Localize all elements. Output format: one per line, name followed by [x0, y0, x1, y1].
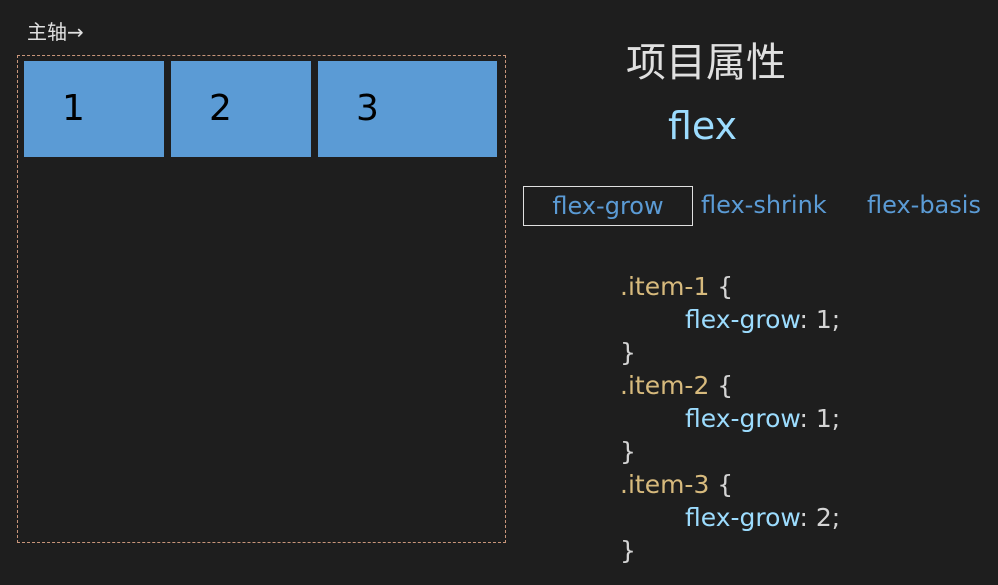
selector: .item-1	[620, 272, 710, 301]
tab-flex-shrink[interactable]: flex-shrink	[701, 191, 827, 219]
page-title: 项目属性	[626, 40, 786, 86]
flex-item-3: 3	[318, 61, 497, 157]
value: 1	[815, 404, 832, 433]
property: flex-grow	[685, 305, 800, 334]
flex-container	[17, 55, 506, 543]
selector: .item-3	[620, 470, 710, 499]
value: 1	[815, 305, 832, 334]
tab-flex-grow[interactable]: flex-grow	[523, 186, 693, 226]
section-title: flex	[668, 104, 738, 148]
flex-item-1: 1	[24, 61, 164, 157]
tab-flex-basis[interactable]: flex-basis	[867, 191, 981, 219]
value: 2	[815, 503, 832, 532]
code-block: .item-1 { flex-grow: 1; } .item-2 { flex…	[620, 272, 841, 565]
property: flex-grow	[685, 503, 800, 532]
flex-item-2: 2	[171, 61, 311, 157]
selector: .item-2	[620, 371, 710, 400]
property: flex-grow	[685, 404, 800, 433]
main-axis-label: 主轴→	[27, 20, 84, 44]
